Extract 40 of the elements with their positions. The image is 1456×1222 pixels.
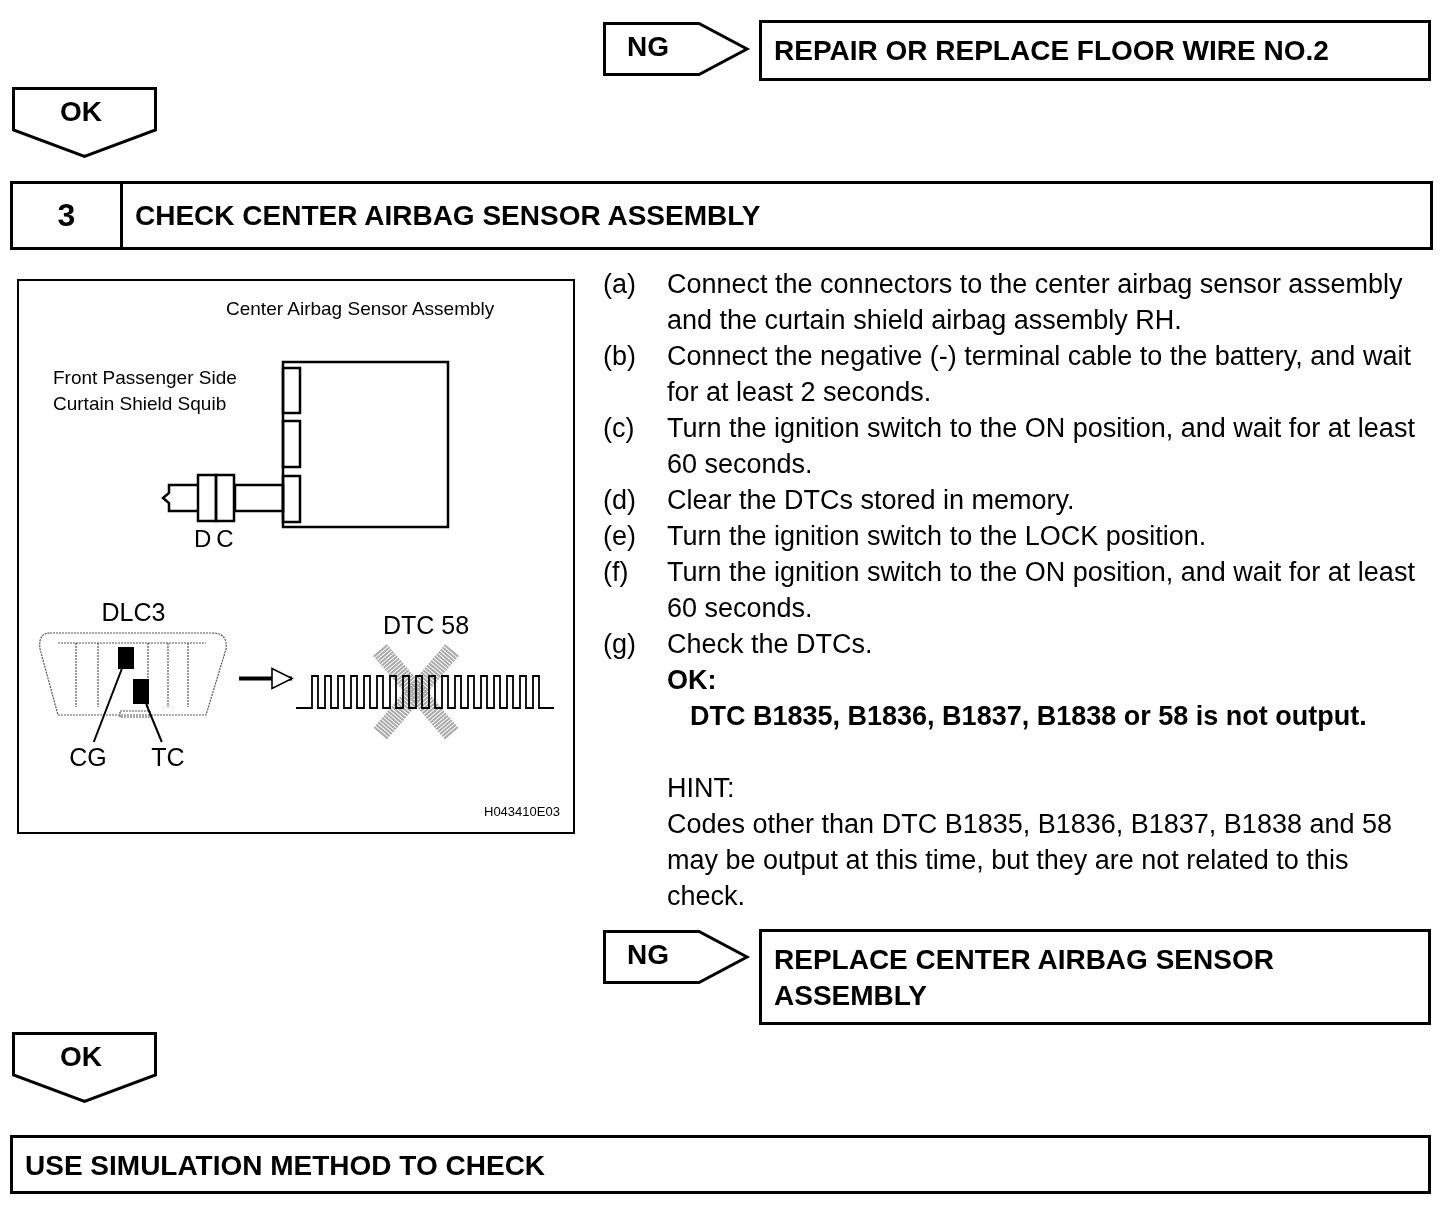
connector-label: DC — [194, 525, 239, 553]
leader-line — [92, 668, 123, 743]
hint-heading: HINT: — [667, 772, 735, 805]
instruction-text: Check the DTCs. — [667, 628, 874, 661]
code-heading: DTC 58 — [381, 610, 471, 640]
result-text: OK — [60, 96, 102, 128]
terminal-pin — [133, 679, 149, 704]
instruction-text: Clear the DTCs stored in memory. — [667, 484, 1076, 517]
step-letter: (e) — [603, 520, 636, 553]
result-text: NG — [627, 939, 669, 971]
action-box: USE SIMULATION METHOD TO CHECK — [10, 1135, 1431, 1194]
figure-code: H043410E03 — [484, 804, 560, 819]
instruction-text: Connect the connectors to the center airbag sensor assembly and the curtain shield airbag assembly RH. — [667, 268, 1404, 337]
step-letter: (a) — [603, 268, 636, 301]
pin-label: CG — [68, 742, 108, 772]
instruction-text: Turn the ignition switch to the ON position, and wait for at least 60 seconds. — [667, 412, 1416, 481]
terminal-pin — [118, 647, 134, 669]
result-text: NG — [627, 31, 669, 63]
step-title: CHECK CENTER AIRBAG SENSOR ASSEMBLY — [135, 199, 761, 233]
step-number: 3 — [13, 184, 123, 247]
connector-name: DLC3 — [100, 597, 167, 627]
instruction-text: Turn the ignition switch to the ON position, and wait for at least 60 seconds. — [667, 556, 1416, 625]
result-heading: OK: — [667, 664, 717, 697]
hint-text: Codes other than DTC B1835, B1836, B1837, B1838 and 58 may be output at this time, but they are not related to this check. — [667, 808, 1394, 913]
result-text: OK — [60, 1041, 102, 1073]
step-letter: (d) — [603, 484, 636, 517]
instruction-text: Turn the ignition switch to the LOCK position. — [667, 520, 1208, 553]
assembly-label: Center Airbag Sensor Assembly — [226, 298, 495, 320]
action-box: REPLACE CENTER AIRBAG SENSOR ASSEMBLY — [759, 929, 1431, 1025]
arrow — [239, 667, 293, 690]
instruction-text: Connect the negative (-) terminal cable to the battery, and wait for at least 2 seconds. — [667, 340, 1412, 409]
step-letter: (g) — [603, 628, 636, 661]
action-box: REPAIR OR REPLACE FLOOR WIRE NO.2 — [759, 20, 1431, 81]
leader-line — [145, 703, 163, 743]
step-letter: (c) — [603, 412, 635, 445]
result-text: DTC B1835, B1836, B1837, B1838 or 58 is not output. — [690, 700, 1368, 733]
pin-label: TC — [150, 742, 186, 772]
step-letter: (f) — [603, 556, 629, 589]
component-label: Front Passenger Side Curtain Shield Squib — [53, 366, 238, 416]
step-letter: (b) — [603, 340, 636, 373]
